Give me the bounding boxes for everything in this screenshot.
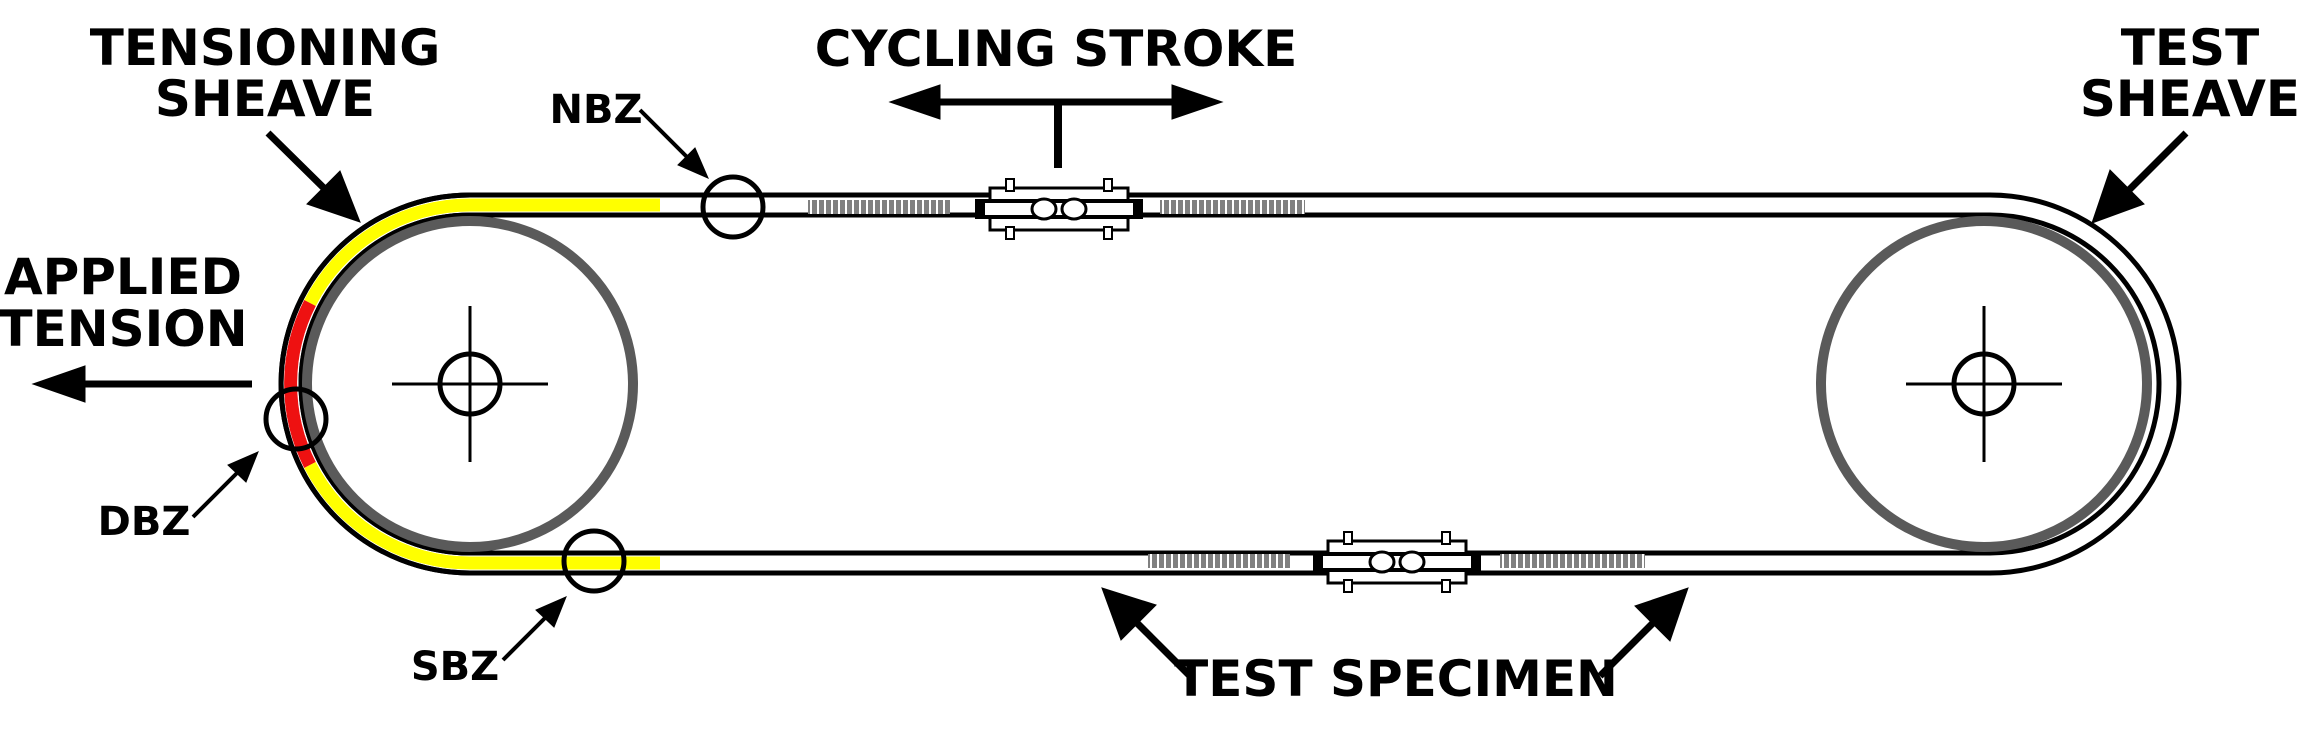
test-sheave-wheel	[1816, 216, 2152, 552]
bending-zones	[278, 192, 660, 576]
nbz-arrow	[638, 108, 692, 162]
arrows	[31, 84, 2189, 679]
strand-hatches	[808, 200, 1645, 568]
nbz-label: NBZ	[550, 87, 643, 133]
strand-hatch-top-right	[1160, 200, 1305, 214]
test-sheave-label-line2: SHEAVE	[2080, 70, 2300, 128]
tensioning-sheave-label-line1: TENSIONING	[90, 19, 441, 77]
test-specimen-label: TEST SPECIMEN	[1174, 650, 1618, 708]
dbz-label: DBZ	[98, 499, 191, 545]
yellow-zone-top	[304, 198, 660, 306]
cycling-stroke-label: CYCLING STROKE	[815, 20, 1298, 78]
dbz-marker-circle	[263, 386, 329, 452]
labels: TENSIONING SHEAVE CYCLING STROKE TEST SH…	[0, 19, 2300, 708]
tensioning-sheave-label-line2: SHEAVE	[155, 70, 375, 128]
strand-hatch-top-left	[808, 200, 950, 214]
strand-hatch-bottom-right	[1500, 554, 1645, 568]
sbz-arrow	[501, 613, 550, 662]
dbz-arrow	[191, 468, 242, 519]
red-zone-double-bend	[284, 300, 316, 468]
applied-tension-label-line2: TENSION	[0, 300, 248, 358]
test-sheave	[1816, 216, 2152, 552]
yellow-zone-bottom	[304, 462, 660, 570]
test-sheave-arrow	[2116, 130, 2189, 203]
sbz-label: SBZ	[411, 644, 499, 690]
tensioning-sheave-wheel	[302, 216, 638, 552]
nbz-marker-circle	[700, 174, 766, 240]
sbz-marker-circle	[561, 528, 627, 594]
test-sheave-label-line1: TEST	[2121, 19, 2259, 77]
tensioning-sheave	[302, 216, 638, 552]
connector-bottom	[1313, 531, 1481, 593]
strand-hatch-bottom-left	[1148, 554, 1290, 568]
connector-top	[975, 178, 1143, 240]
applied-tension-label-line1: APPLIED	[4, 248, 242, 306]
